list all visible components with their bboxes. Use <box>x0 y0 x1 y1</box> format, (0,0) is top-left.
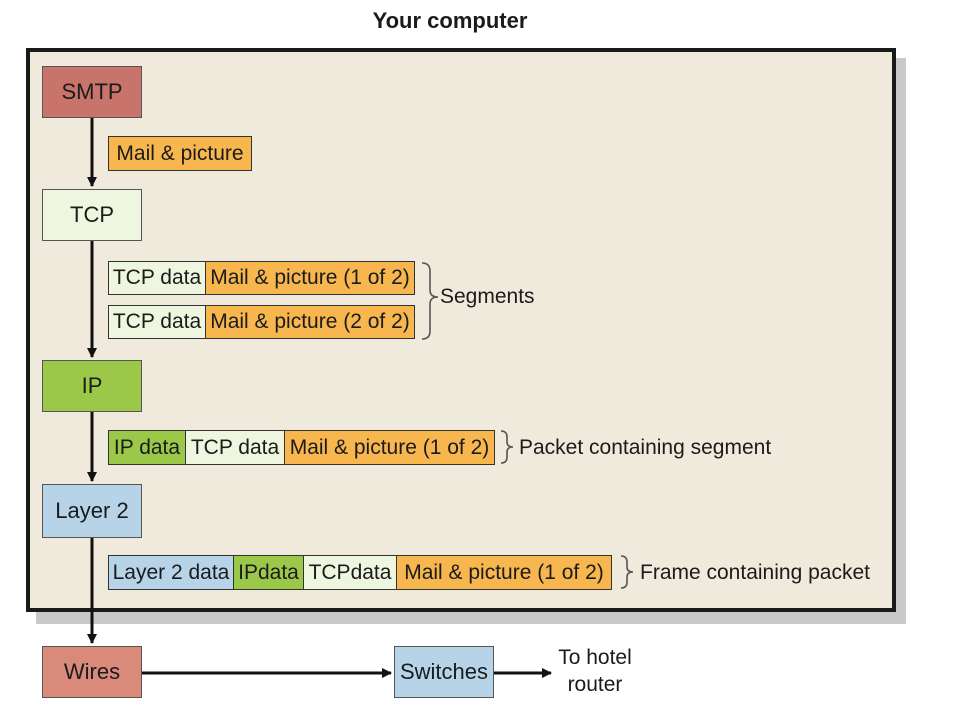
layer2-header-cell: Layer 2 data <box>109 556 233 589</box>
smtp-box: SMTP <box>42 66 142 118</box>
tcp-header-cell: TCP data <box>109 306 205 338</box>
payload-cell: Mail & picture (1 of 2) <box>284 431 494 464</box>
tcp-header-cell: TCP data <box>109 262 205 294</box>
destination-label: To hotel router <box>548 644 642 698</box>
payload-cell: Mail & picture (2 of 2) <box>205 306 414 338</box>
payload-cell: Mail & picture <box>109 137 251 170</box>
payload-cell: Mail & picture (1 of 2) <box>205 262 414 294</box>
destination-line-2: router <box>567 673 623 696</box>
frame-strip: Layer 2 data IPdata TCPdata Mail & pictu… <box>108 555 612 590</box>
smtp-data-strip: Mail & picture <box>108 136 252 171</box>
layer2-box: Layer 2 <box>42 484 142 538</box>
diagram-title: Your computer <box>372 8 528 33</box>
payload-cell: Mail & picture (1 of 2) <box>396 556 611 589</box>
segment-row: TCP data Mail & picture (2 of 2) <box>108 305 415 339</box>
tcp-box: TCP <box>42 189 142 241</box>
segments-label: Segments <box>440 285 535 308</box>
packet-strip: IP data TCP data Mail & picture (1 of 2) <box>108 430 495 465</box>
tcp-header-cell: TCP data <box>185 431 284 464</box>
switches-box: Switches <box>394 646 494 698</box>
packet-label: Packet containing segment <box>519 436 772 459</box>
tcp-header-cell: TCPdata <box>303 556 396 589</box>
segment-row: TCP data Mail & picture (1 of 2) <box>108 261 415 295</box>
frame-label: Frame containing packet <box>640 561 870 584</box>
ip-header-cell: IPdata <box>233 556 303 589</box>
ip-header-cell: IP data <box>109 431 185 464</box>
destination-line-1: To hotel <box>558 646 632 669</box>
wires-box: Wires <box>42 646 142 698</box>
ip-box: IP <box>42 360 142 412</box>
